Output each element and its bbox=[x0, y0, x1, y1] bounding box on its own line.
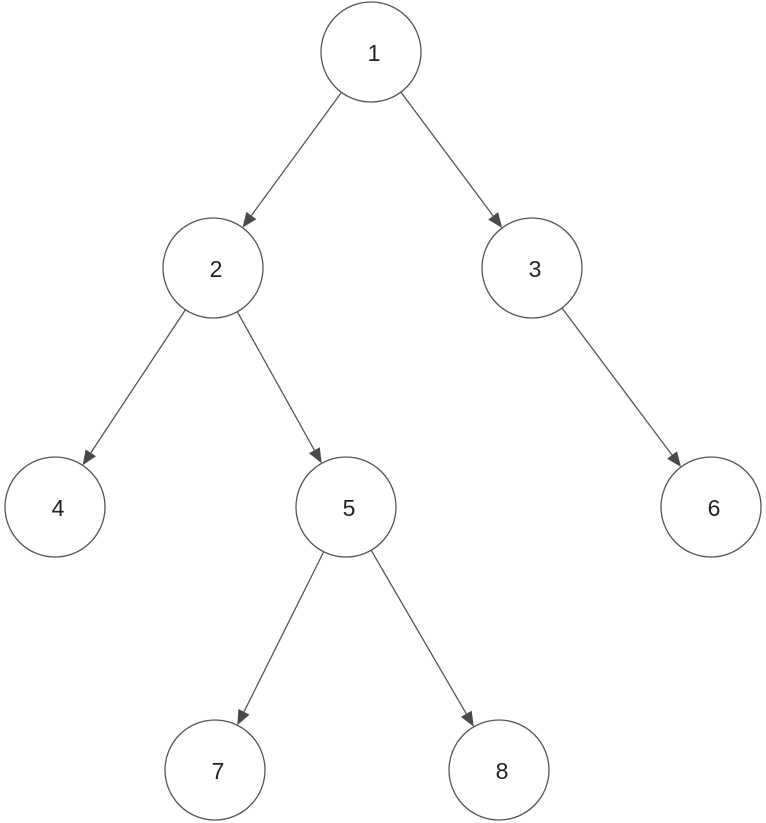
arrowhead-icon bbox=[488, 212, 503, 228]
tree-edge-5-8 bbox=[370, 549, 474, 727]
edges-layer bbox=[82, 91, 682, 727]
arrowhead-icon bbox=[237, 709, 250, 726]
node-label: 4 bbox=[52, 495, 65, 521]
edge-shaft bbox=[400, 91, 494, 217]
node-circle[interactable] bbox=[448, 719, 550, 821]
tree-node-1[interactable]: 1 bbox=[320, 1, 422, 103]
edge-shaft bbox=[370, 549, 467, 715]
arrowhead-icon bbox=[308, 447, 322, 464]
tree-node-7[interactable]: 7 bbox=[164, 719, 266, 821]
tree-edge-2-4 bbox=[82, 309, 186, 466]
tree-node-2[interactable]: 2 bbox=[162, 217, 264, 319]
node-circle[interactable] bbox=[295, 456, 397, 558]
tree-edge-2-5 bbox=[236, 311, 322, 464]
node-label: 7 bbox=[212, 758, 225, 784]
tree-node-5[interactable]: 5 bbox=[295, 456, 397, 558]
tree-node-3[interactable]: 3 bbox=[481, 217, 583, 319]
node-label: 5 bbox=[343, 495, 356, 521]
tree-edge-1-2 bbox=[242, 91, 343, 228]
edge-shaft bbox=[236, 311, 315, 451]
node-label: 2 bbox=[210, 256, 223, 282]
node-circle[interactable] bbox=[660, 456, 762, 558]
tree-edge-5-7 bbox=[237, 551, 325, 726]
tree-node-6[interactable]: 6 bbox=[660, 456, 762, 558]
arrowhead-icon bbox=[460, 710, 474, 727]
nodes-layer: 1 2 3 4 5 6 7 8 bbox=[4, 1, 762, 821]
node-label: 3 bbox=[529, 256, 542, 282]
node-circle[interactable] bbox=[320, 1, 422, 103]
edge-shaft bbox=[250, 91, 343, 216]
tree-edge-3-6 bbox=[561, 307, 682, 467]
node-circle[interactable] bbox=[162, 217, 264, 319]
edge-shaft bbox=[243, 551, 325, 713]
node-circle[interactable] bbox=[4, 456, 106, 558]
node-circle[interactable] bbox=[164, 719, 266, 821]
node-label: 8 bbox=[496, 758, 509, 784]
edge-shaft bbox=[90, 309, 186, 454]
tree-edge-1-3 bbox=[400, 91, 503, 228]
node-circle[interactable] bbox=[481, 217, 583, 319]
tree-node-8[interactable]: 8 bbox=[448, 719, 550, 821]
tree-node-4[interactable]: 4 bbox=[4, 456, 106, 558]
node-label: 1 bbox=[368, 40, 381, 66]
edge-shaft bbox=[561, 307, 673, 456]
node-label: 6 bbox=[708, 495, 721, 521]
arrowhead-icon bbox=[242, 211, 257, 228]
arrowhead-icon bbox=[82, 449, 97, 466]
arrowhead-icon bbox=[667, 451, 682, 467]
